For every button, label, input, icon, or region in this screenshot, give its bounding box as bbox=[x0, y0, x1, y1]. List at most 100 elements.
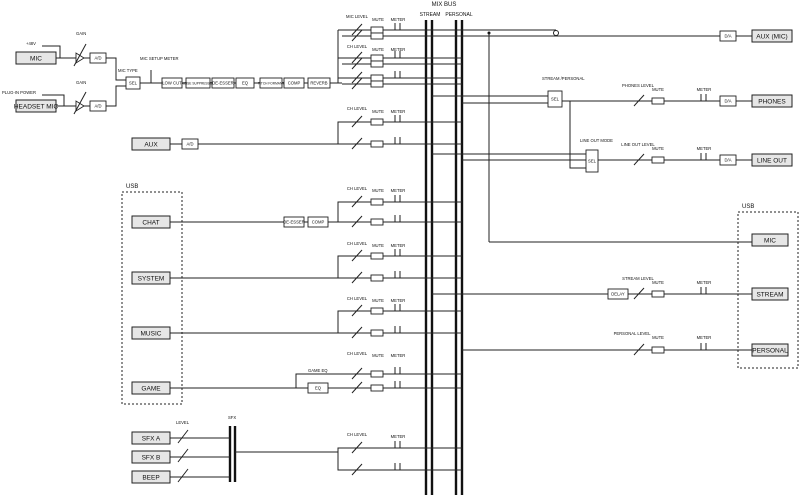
mic-type-sel-label: SEL bbox=[129, 81, 138, 86]
mix-bus-stream-label: STREAM bbox=[420, 12, 441, 18]
aux-input-section: AUX A/D bbox=[131, 121, 342, 151]
sfx-row-1 bbox=[342, 441, 462, 454]
phones-output-label: PHONES bbox=[758, 99, 786, 106]
chat-row-2 bbox=[342, 215, 462, 228]
personal-meter-label: METER bbox=[697, 335, 712, 340]
chat-row-1 bbox=[342, 195, 462, 208]
music-mute-label: MUTE bbox=[372, 298, 384, 303]
usb-stream-output-box bbox=[751, 287, 789, 301]
line-out-da-label: D/A bbox=[725, 158, 732, 163]
eq-label: EQ bbox=[242, 81, 249, 86]
game-input-label: GAME bbox=[141, 386, 161, 393]
chat-deesser-label: DE-ESSER bbox=[283, 220, 304, 225]
mix-bus-title: MIX BUS bbox=[432, 2, 457, 8]
aux-meter-label: METER bbox=[391, 109, 406, 114]
usb-mic-output-box bbox=[751, 233, 789, 247]
mic-comp-label: COMP bbox=[288, 81, 301, 86]
chat-ch-level-label: CH LEVEL bbox=[347, 186, 368, 191]
line-out-output-box bbox=[751, 153, 793, 167]
aux-ad-label: A/D bbox=[187, 142, 194, 147]
low-cut-label: LOW CUT bbox=[162, 81, 182, 86]
game-ch-level-label: CH LEVEL bbox=[347, 351, 368, 356]
aux-mute-label: MUTE bbox=[372, 109, 384, 114]
mic-strip-mute-label: MUTE bbox=[372, 17, 384, 22]
ch1-row-1 bbox=[342, 51, 462, 64]
mic-setup-meter-label: MIC SETUP METER bbox=[140, 56, 179, 61]
game-eq-block-label: EQ bbox=[315, 386, 322, 391]
music-row-1 bbox=[342, 304, 462, 317]
sfx-a-input-label: SFX A bbox=[142, 436, 161, 443]
line-out-mute-label: MUTE bbox=[652, 146, 664, 151]
mic-strip-row-1 bbox=[342, 23, 556, 36]
game-eq-label: GAME EQ bbox=[308, 368, 328, 373]
line-out-output-label: LINE OUT bbox=[757, 158, 787, 165]
mic-strip-meter-label: METER bbox=[391, 17, 406, 22]
system-input-label: SYSTEM bbox=[138, 276, 165, 283]
sfx-ch-level-label: CH LEVEL bbox=[347, 432, 368, 437]
mix-bus-personal-label: PERSONAL bbox=[445, 12, 472, 18]
channel-strip-music: CH LEVEL MUTE METER bbox=[342, 296, 462, 339]
plus48v-label: +48V bbox=[26, 41, 36, 46]
output-routing: D/A AUX (MIC) STREAM /PERSONAL SEL PHONE… bbox=[432, 29, 793, 351]
system-ch-level-label: CH LEVEL bbox=[347, 241, 368, 246]
channel-strip-mic: MIC LEVEL MUTE METER bbox=[342, 14, 559, 42]
plugin-power-label: PLUG-IN POWER bbox=[2, 90, 36, 95]
usb-stream-output-label: STREAM bbox=[756, 292, 783, 299]
game-row-2 bbox=[342, 381, 462, 394]
aux-row-2 bbox=[342, 137, 462, 150]
game-row-1 bbox=[342, 367, 462, 380]
delay-label: DELAY bbox=[611, 292, 625, 297]
stream-personal-sel-label: SEL bbox=[551, 97, 560, 102]
sfx-meter-label: METER bbox=[391, 434, 406, 439]
mix-bus: MIX BUS STREAM PERSONAL bbox=[420, 2, 473, 495]
music-row-2 bbox=[342, 326, 462, 339]
usb-input-frame bbox=[121, 191, 183, 405]
chat-input-label: CHAT bbox=[142, 220, 159, 227]
headset-mic-input-label: HEADSET MIC bbox=[14, 104, 59, 111]
game-mute-label: MUTE bbox=[372, 353, 384, 358]
channel-strip-system: CH LEVEL MUTE METER bbox=[342, 241, 462, 284]
stream-meter-label: METER bbox=[697, 280, 712, 285]
system-mute-label: MUTE bbox=[372, 243, 384, 248]
headset-ad-label: A/D bbox=[95, 104, 102, 109]
aux-input-label: AUX bbox=[144, 142, 158, 149]
sfx-row-2 bbox=[342, 463, 462, 476]
line-out-mode-label: LINE OUT MODE bbox=[580, 138, 613, 143]
usb-output-frame bbox=[737, 211, 799, 369]
pitch-formant-label: PITCH FORMANT bbox=[258, 82, 284, 86]
phones-output-box bbox=[751, 94, 793, 108]
chat-comp-label: COMP bbox=[312, 220, 325, 225]
usb-output-group: USB MIC DELAY STREAM LEVEL MUTE METER ST… bbox=[607, 204, 799, 369]
mic-gain-label: GAIN bbox=[76, 31, 86, 36]
aux-mic-da-label: D/A bbox=[725, 34, 732, 39]
phones-mute-label: MUTE bbox=[652, 87, 664, 92]
ch1-level-label: CH LEVEL bbox=[347, 44, 368, 49]
channel-strip-sfx: CH LEVEL METER bbox=[342, 432, 462, 476]
mic-input-section: +48V MIC GAIN A/D PLUG-IN POWER HEADSET … bbox=[2, 29, 342, 115]
usb-personal-output-label: PERSONAL bbox=[752, 348, 788, 355]
aux-mic-output-box bbox=[751, 29, 793, 43]
sfx-section: LEVEL SFX SFX A SFX B BEEP bbox=[131, 415, 342, 484]
line-out-level-label: LINE OUT LEVEL bbox=[621, 142, 655, 147]
ch1-meter-label: METER bbox=[391, 47, 406, 52]
channel-strip-game: CH LEVEL MUTE METER bbox=[342, 351, 462, 394]
reverb-label: REVERB bbox=[310, 81, 327, 86]
channel-strip-chat: CH LEVEL MUTE METER bbox=[342, 186, 462, 228]
usb-personal-output-box bbox=[751, 343, 789, 357]
usb-mic-output-label: MIC bbox=[764, 238, 776, 245]
mic-input-label: MIC bbox=[30, 56, 42, 63]
stream-personal-label: STREAM /PERSONAL bbox=[542, 76, 585, 81]
ch1-row-2 bbox=[342, 57, 462, 70]
chat-mute-label: MUTE bbox=[372, 188, 384, 193]
mic-level-label: MIC LEVEL bbox=[346, 14, 369, 19]
mic-deesser-label: DE-ESSER bbox=[212, 81, 233, 86]
sfx-bus-label: SFX bbox=[228, 415, 236, 420]
system-meter-label: METER bbox=[391, 243, 406, 248]
channel-strip-aux: CH LEVEL MUTE METER bbox=[342, 106, 462, 150]
phones-da-label: D/A bbox=[725, 99, 732, 104]
system-row-2 bbox=[342, 271, 462, 284]
ch1-row-3 bbox=[342, 71, 462, 84]
game-meter-label: METER bbox=[391, 353, 406, 358]
mic-type-label: MIC TYPE bbox=[118, 68, 138, 73]
